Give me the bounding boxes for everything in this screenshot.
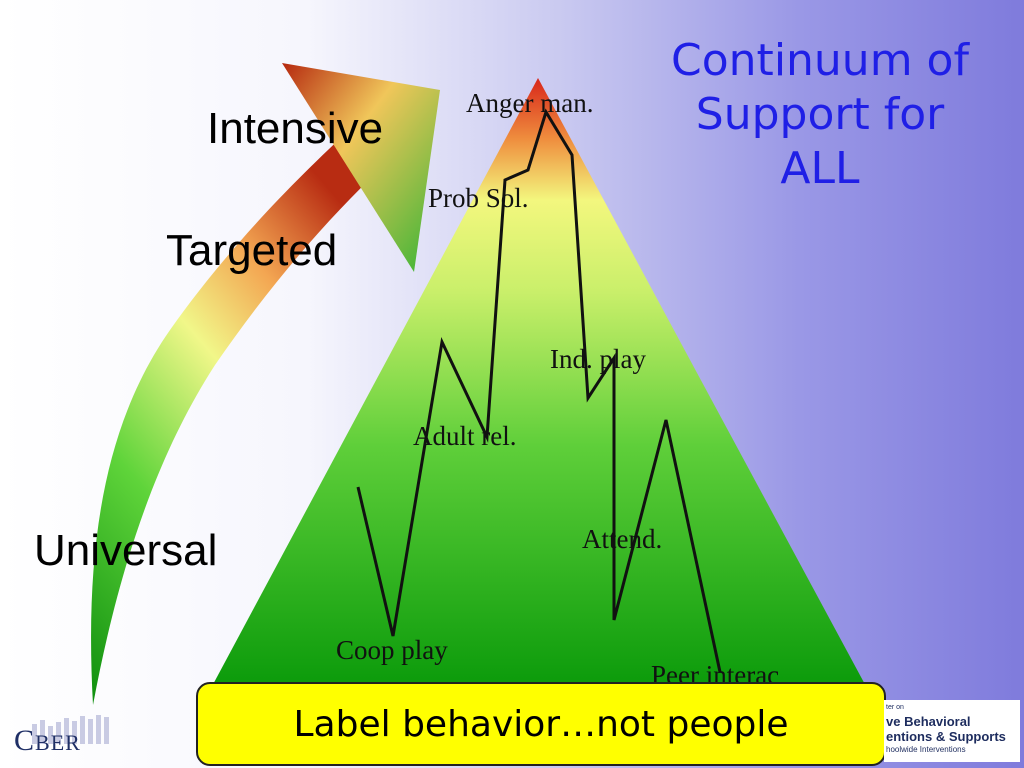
cber-text: BER	[35, 730, 81, 755]
footer-message-box: Label behavior…not people	[196, 682, 886, 766]
skill-anger-label: Anger man.	[466, 88, 594, 118]
skill-attend-label: Attend.	[582, 524, 663, 554]
footer-message: Label behavior…not people	[293, 703, 789, 745]
tier-universal-label: Universal	[34, 526, 218, 575]
cber-initial: C	[14, 724, 36, 757]
behavior-profile-line	[356, 108, 722, 673]
slide-title: Continuum of Support for ALL	[650, 34, 990, 196]
skill-prob-sol-label: Prob Sol.	[428, 183, 529, 213]
cber-bars-icon	[32, 715, 109, 744]
skill-adult-rel-label: Adult rel.	[413, 421, 517, 451]
pbis-line-1: ve Behavioral	[886, 714, 971, 729]
continuum-arrowhead	[282, 63, 440, 272]
tier-intensive-label: Intensive	[207, 104, 384, 153]
skill-coop-play-label: Coop play	[336, 635, 448, 665]
title-line-2: Support for	[695, 89, 945, 140]
support-pyramid	[210, 78, 868, 690]
title-line-3: ALL	[780, 143, 860, 194]
pbis-line-3: hoolwide Interventions	[886, 745, 966, 754]
pbis-line-0: ter on	[886, 704, 904, 711]
pbis-logo: ter on ve Behavioral entions & Supports …	[884, 700, 1020, 762]
title-line-1: Continuum of	[671, 35, 969, 86]
tier-targeted-label: Targeted	[166, 226, 338, 275]
skill-ind-play-label: Ind. play	[550, 344, 646, 374]
pbis-line-2: entions & Supports	[886, 729, 1006, 744]
cber-logo: CBER	[10, 712, 120, 762]
